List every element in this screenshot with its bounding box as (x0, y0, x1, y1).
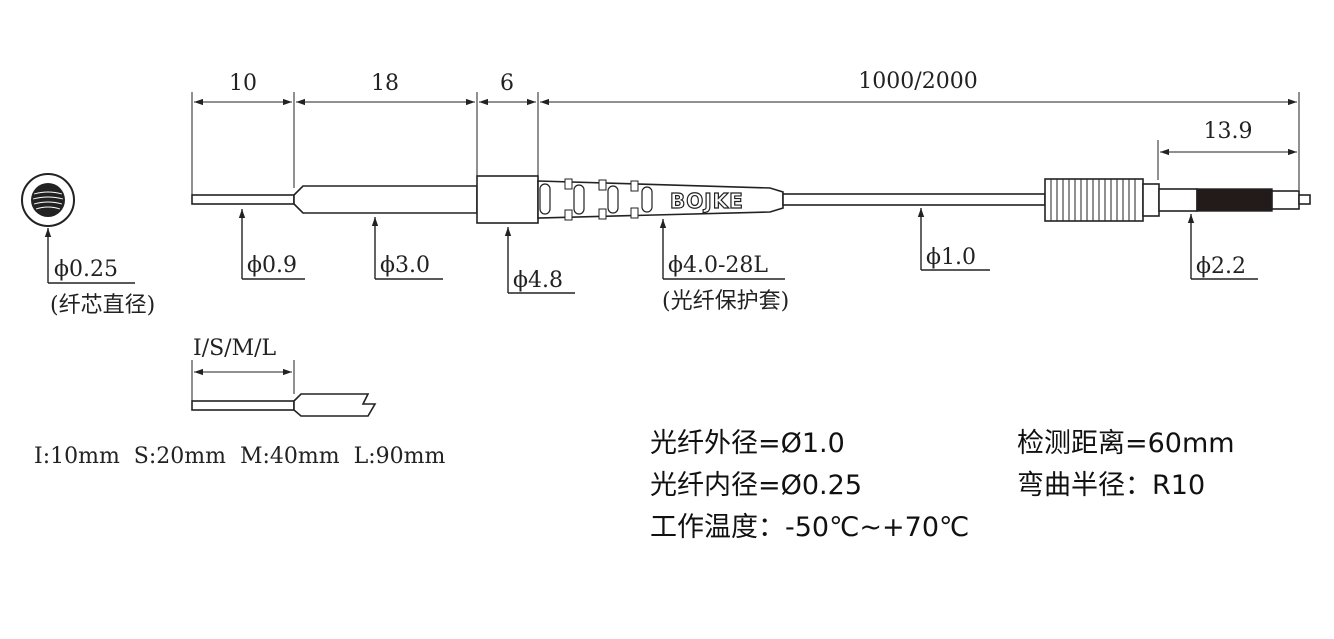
spec-operating-temperature: 工作温度：-50℃~+70℃ (650, 512, 969, 543)
dim-13-9: 13.9 (1204, 119, 1253, 144)
top-dimension-chain: 10 18 6 1000/2000 (191, 69, 1300, 195)
callout-d3-0: ϕ3.0 (380, 253, 430, 278)
dim-6: 6 (500, 71, 514, 96)
callout-core-note: (纤芯直径) (50, 293, 155, 318)
spec-outer-diameter: 光纤外径=Ø1.0 (650, 428, 845, 459)
spec-detection-distance: 检测距离=60mm (1017, 428, 1235, 459)
variant-label: I/S/M/L (193, 336, 277, 361)
variant-tip: I/S/M/L I:10mm S:20mm M:40mm L:90mm (34, 336, 446, 469)
callout-d4-8: ϕ4.8 (513, 268, 563, 293)
spec-bend-radius: 弯曲半径：R10 (1017, 470, 1205, 501)
dim-cable-length: 1000/2000 (858, 69, 977, 94)
variant-lengths: I:10mm S:20mm M:40mm L:90mm (34, 444, 446, 469)
tip-dimension: 13.9 (1157, 119, 1297, 180)
probe-body: BOJKE (191, 175, 1311, 224)
callout-d0-9: ϕ0.9 (247, 253, 297, 278)
brand-logo: BOJKE (670, 189, 744, 213)
callout-core-diameter: ϕ0.25 (54, 257, 118, 282)
core-cross-section (21, 173, 75, 227)
dim-18: 18 (371, 71, 399, 96)
callout-sleeve-note: (光纤保护套) (662, 289, 789, 314)
dim-10: 10 (229, 71, 257, 96)
spec-inner-diameter: 光纤内径=Ø0.25 (650, 470, 862, 501)
callout-d1-0: ϕ1.0 (926, 245, 976, 270)
callout-d2-2: ϕ2.2 (1196, 254, 1246, 279)
callouts: ϕ0.25 (纤芯直径) ϕ0.9 ϕ3.0 ϕ4.8 ϕ4.0-28L (光纤… (44, 208, 1258, 318)
specifications: 光纤外径=Ø1.0 光纤内径=Ø0.25 工作温度：-50℃~+70℃ 检测距离… (650, 428, 1235, 543)
callout-sleeve: ϕ4.0-28L (668, 253, 768, 278)
